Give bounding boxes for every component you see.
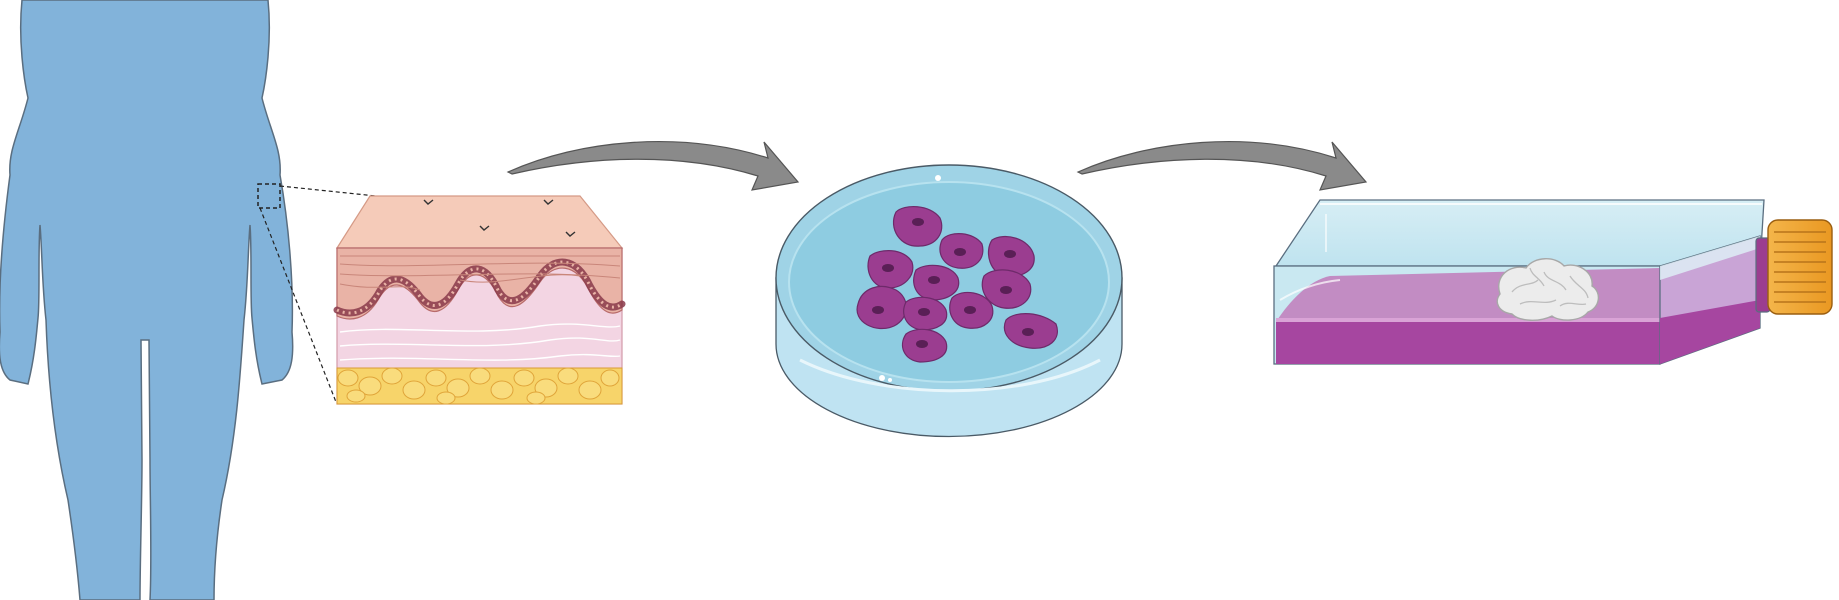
cell xyxy=(856,285,907,330)
cell xyxy=(892,206,943,247)
petri-dish-icon xyxy=(775,164,1123,438)
cell xyxy=(913,264,960,301)
cell xyxy=(981,269,1032,309)
cell xyxy=(901,328,948,363)
skin-cross-section-icon xyxy=(333,195,626,405)
brain-organoid-icon xyxy=(1496,258,1599,321)
cell xyxy=(1003,313,1058,349)
cell xyxy=(987,235,1035,277)
cell xyxy=(903,296,948,331)
cell xyxy=(939,233,984,269)
cell xyxy=(949,291,994,329)
flask-cap xyxy=(1767,219,1833,315)
arrow-skin-to-dish xyxy=(506,141,800,191)
biopsy-site-marker xyxy=(257,183,281,209)
human-silhouette-icon xyxy=(0,0,377,600)
culture-flask-icon xyxy=(1273,199,1833,365)
arrow-dish-to-flask xyxy=(1076,141,1368,191)
cell xyxy=(867,250,914,289)
cell-cluster xyxy=(856,206,1058,363)
